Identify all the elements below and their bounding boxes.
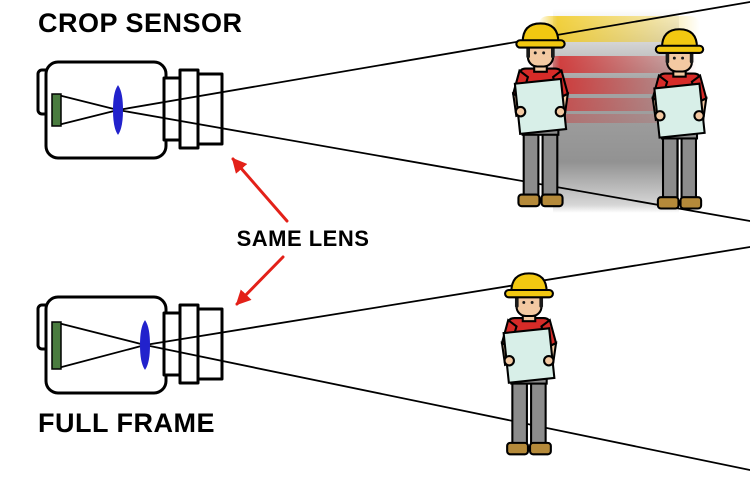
lens-barrel-front (196, 307, 224, 381)
lens-element (140, 320, 150, 370)
lens-barrel-ring (162, 311, 182, 377)
lens-barrel-ring (162, 76, 182, 142)
worker-bottom (500, 272, 558, 456)
crop-sensor-camera (36, 60, 224, 160)
full-frame-label: FULL FRAME (38, 408, 215, 438)
lens-barrel-middle (178, 68, 200, 150)
lens-barrel-front (196, 72, 224, 146)
crop-sensor-chip (51, 93, 62, 127)
hat-blur-streak (538, 16, 700, 42)
lens-barrel-middle (178, 303, 200, 385)
full-frame-camera (36, 295, 224, 395)
same-lens-arrow-top (231, 157, 289, 223)
same-lens-label: SAME LENS (237, 226, 370, 251)
same-lens-arrow-bottom (235, 255, 285, 306)
lens-element (113, 85, 123, 135)
motion-blur-streak (545, 56, 697, 73)
camera-body (44, 60, 168, 160)
full-frame-sensor-chip (51, 321, 62, 370)
crop-sensor-label: CROP SENSOR (38, 8, 243, 38)
